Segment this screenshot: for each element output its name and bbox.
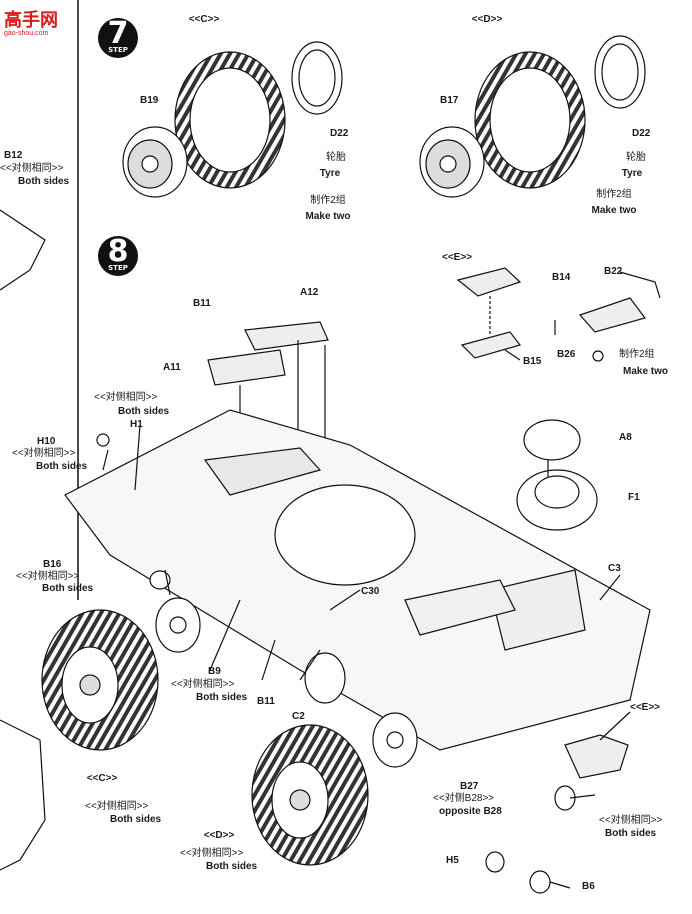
label-h5: H5 xyxy=(446,855,459,866)
label-h10: H10 xyxy=(37,436,56,447)
sub-assembly-e xyxy=(456,267,661,362)
step-7-badge: 7 STEP xyxy=(98,16,138,58)
step-8-badge: 8 STEP xyxy=(98,234,138,276)
label-c-bottom-cn: <<对侧相同>> xyxy=(85,801,149,812)
label-b6: B6 xyxy=(582,881,595,892)
label-d-bottom-en: Both sides xyxy=(206,861,258,872)
label-b14: B14 xyxy=(552,272,571,283)
label-c-top: <<C>> xyxy=(188,14,220,25)
label-tyre-en-left: Tyre xyxy=(319,168,341,179)
label-e-top: <<E>> xyxy=(441,252,473,263)
label-h1-en: Both sides xyxy=(118,406,170,417)
label-d-bottom-cn: <<对侧相同>> xyxy=(180,848,244,859)
logo-text: 高手网 xyxy=(4,10,58,31)
step-word: STEP xyxy=(108,46,128,54)
label-a11: A11 xyxy=(163,362,181,373)
watermark-logo: 高手网 gao-shou.com xyxy=(4,6,58,37)
step-number: 7 xyxy=(107,16,129,51)
label-make2-cn-left: 制作2组 xyxy=(310,195,346,206)
label-tyre-en-right: Tyre xyxy=(621,168,643,179)
label-b16: B16 xyxy=(43,559,62,570)
label-b22: B22 xyxy=(604,266,623,277)
label-c2: C2 xyxy=(292,711,305,722)
label-b26: B26 xyxy=(557,349,576,360)
tyre-c-step7 xyxy=(122,41,343,198)
step-word: STEP xyxy=(108,264,128,272)
label-b15: B15 xyxy=(523,356,542,367)
label-b12-en: Both sides xyxy=(18,176,70,187)
label-a12: A12 xyxy=(300,287,319,298)
label-b11-top: B11 xyxy=(193,298,211,309)
wheel-d-lower xyxy=(251,712,418,866)
hull-body xyxy=(64,409,651,751)
label-b9-cn: <<对侧相同>> xyxy=(171,679,235,690)
label-h10-en: Both sides xyxy=(36,461,88,472)
label-h1: H1 xyxy=(130,419,143,430)
label-make2-cn-e: 制作2组 xyxy=(619,349,655,360)
step-number: 8 xyxy=(107,234,129,269)
label-make2-en-left: Make two xyxy=(305,211,351,222)
label-b16-cn: <<对侧相同>> xyxy=(16,571,80,582)
label-b12: B12 xyxy=(4,150,23,161)
label-d22-right: D22 xyxy=(632,128,651,139)
label-make2-cn-right: 制作2组 xyxy=(596,189,632,200)
label-h1-cn: <<对侧相同>> xyxy=(94,392,158,403)
label-c-bottom: <<C>> xyxy=(86,773,118,784)
wheel-c-lower xyxy=(41,597,201,751)
label-e-bottom: <<E>> xyxy=(629,702,661,713)
tyre-d-step7 xyxy=(419,35,646,198)
logo-url: gao-shou.com xyxy=(4,30,49,37)
label-b27-cn: <<对侧B28>> xyxy=(433,793,495,804)
label-b9: B9 xyxy=(208,666,221,677)
label-f1: F1 xyxy=(628,492,640,503)
label-make2-en-e: Make two xyxy=(623,366,669,377)
label-b19: B19 xyxy=(140,95,159,106)
label-b27-en: opposite B28 xyxy=(439,806,502,817)
label-make2-en-right: Make two xyxy=(591,205,637,216)
label-b9-en: Both sides xyxy=(196,692,248,703)
label-h10-cn: <<对侧相同>> xyxy=(12,448,76,459)
label-tyre-cn-right: 轮胎 xyxy=(626,152,646,163)
label-e-bottom-en: Both sides xyxy=(605,828,657,839)
label-b17: B17 xyxy=(440,95,459,106)
label-tyre-cn-left: 轮胎 xyxy=(326,152,346,163)
label-a8: A8 xyxy=(619,432,632,443)
label-b12-cn: <<对侧相同>> xyxy=(0,163,64,174)
label-b16-en: Both sides xyxy=(42,583,94,594)
label-c30: C30 xyxy=(361,586,380,597)
label-d-bottom: <<D>> xyxy=(203,830,235,841)
label-b11-bottom: B11 xyxy=(257,696,275,707)
label-c3: C3 xyxy=(608,563,621,574)
label-b27: B27 xyxy=(460,781,479,792)
partial-hull-left-bottom xyxy=(0,719,46,871)
label-d-top: <<D>> xyxy=(471,14,503,25)
partial-hull-left-top xyxy=(0,209,46,291)
label-c-bottom-en: Both sides xyxy=(110,814,162,825)
label-d22-left: D22 xyxy=(330,128,349,139)
label-e-bottom-cn: <<对侧相同>> xyxy=(599,815,663,826)
